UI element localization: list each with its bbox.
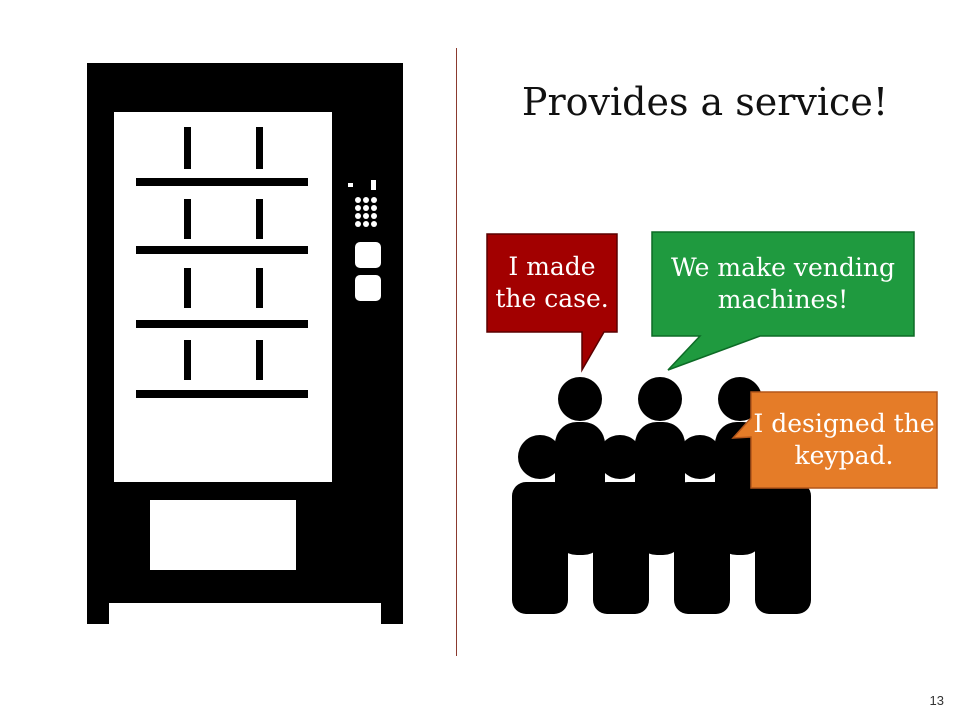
bubble-orange-text: I designed the keypad. — [753, 408, 935, 471]
speech-bubble-green — [651, 231, 915, 371]
speech-bubble-red — [486, 233, 618, 373]
page-number: 13 — [929, 693, 944, 708]
machine-window — [114, 112, 332, 482]
slide-title: Provides a service! — [521, 80, 889, 124]
speech-bubble-orange — [731, 391, 938, 489]
machine-shelves — [136, 127, 308, 398]
vertical-divider — [456, 48, 457, 656]
delivery-door — [150, 500, 296, 570]
bubble-red-text: I made the case. — [495, 251, 609, 314]
vending-machine-icon — [87, 63, 403, 624]
bubble-green-text: We make vending machines! — [670, 252, 896, 315]
machine-button-top — [355, 242, 381, 268]
keypad-icon — [355, 197, 377, 227]
machine-button-bottom — [355, 275, 381, 301]
coin-slot-icon — [348, 183, 353, 187]
